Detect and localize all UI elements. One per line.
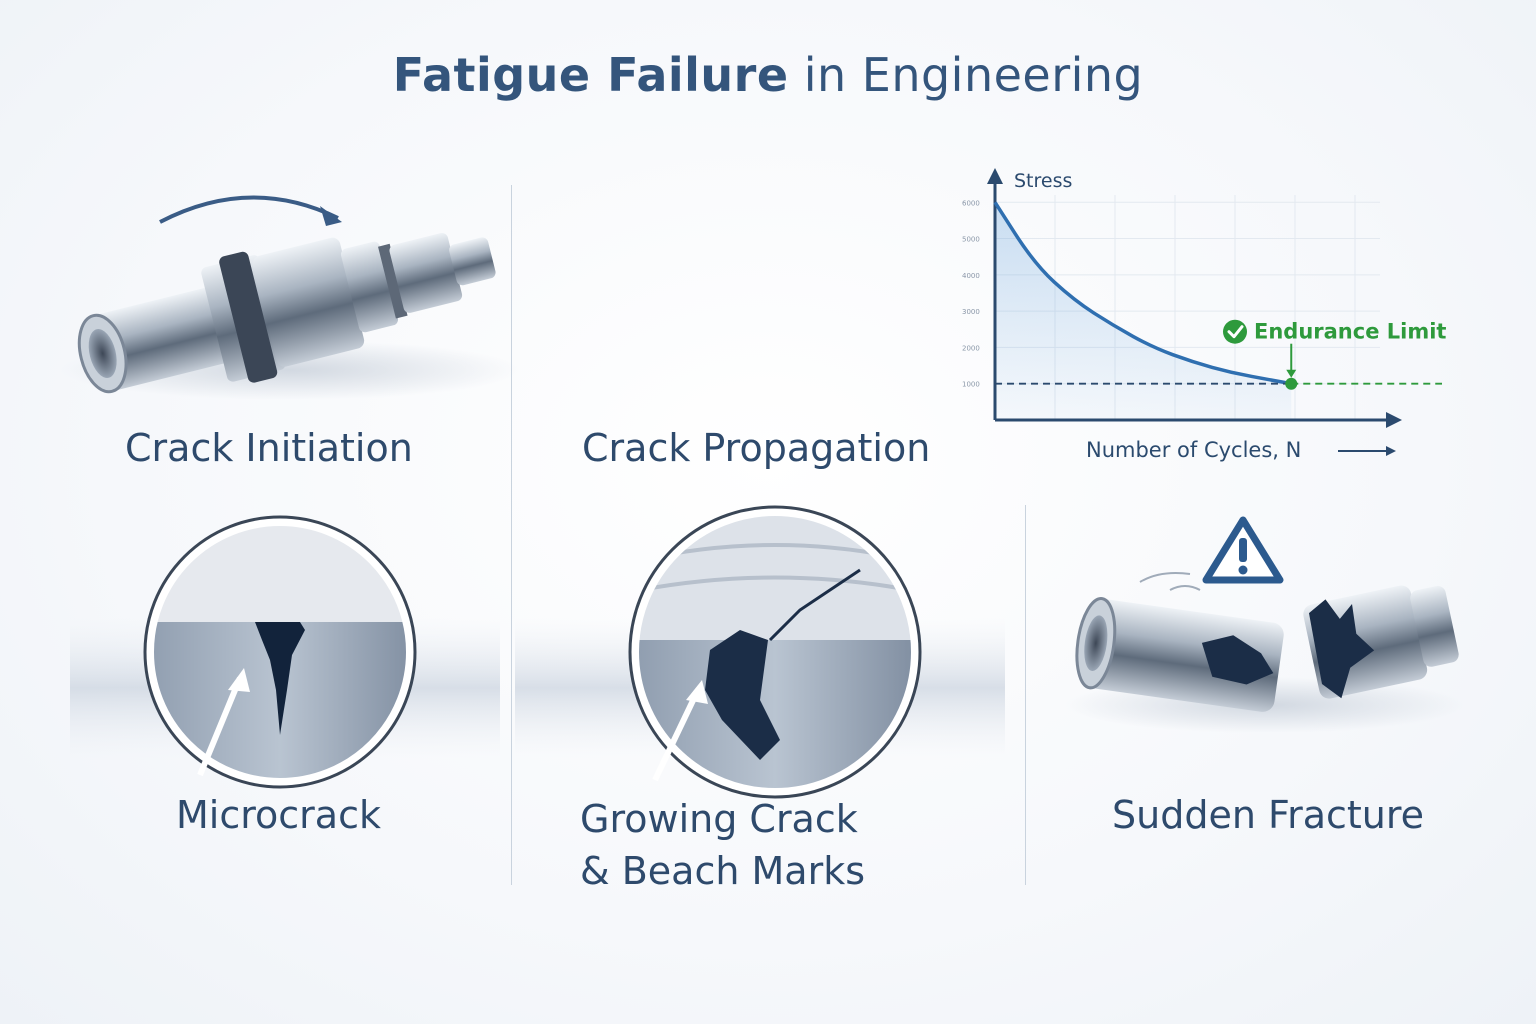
- title-bold: Fatigue Failure: [392, 48, 789, 102]
- y-axis-label: Stress: [1014, 170, 1072, 192]
- stress-curve: [993, 201, 1294, 386]
- label-growing-crack: Growing Crack & Beach Marks: [580, 793, 865, 897]
- y-tick-label: 3000: [962, 308, 980, 316]
- stage-crack-propagation: Crack Propagation: [582, 426, 931, 470]
- y-tick-label: 6000: [962, 199, 980, 207]
- x-label-arrow-head: [1386, 446, 1396, 456]
- label-growing-crack-line1: Growing Crack: [580, 797, 858, 841]
- check-circle-icon: [1223, 319, 1247, 344]
- endurance-limit-point: [1285, 377, 1298, 390]
- y-tick-labels: 1000 2000 3000 4000 5000 6000: [962, 199, 980, 388]
- y-axis-arrow: [987, 168, 1003, 184]
- endurance-limit-label: Endurance Limit: [1254, 320, 1446, 344]
- stress-curve-area: [995, 202, 1292, 420]
- y-tick-label: 1000: [962, 381, 980, 389]
- annotation-arrow-head: [1286, 369, 1297, 378]
- x-axis-arrow: [1386, 412, 1402, 428]
- y-tick-label: 4000: [962, 272, 980, 280]
- divider-left: [511, 185, 512, 885]
- label-microcrack: Microcrack: [176, 793, 381, 837]
- title-rest: in Engineering: [788, 48, 1144, 102]
- stage-crack-initiation: Crack Initiation: [125, 426, 413, 470]
- y-tick-label: 2000: [962, 344, 980, 352]
- x-axis-label: Number of Cycles, N: [1086, 438, 1301, 462]
- label-sudden-fracture: Sudden Fracture: [1112, 793, 1425, 837]
- page-title: Fatigue Failure in Engineering: [0, 48, 1536, 102]
- label-growing-crack-line2: & Beach Marks: [580, 849, 865, 893]
- y-tick-label: 5000: [962, 236, 980, 244]
- divider-right: [1025, 505, 1026, 885]
